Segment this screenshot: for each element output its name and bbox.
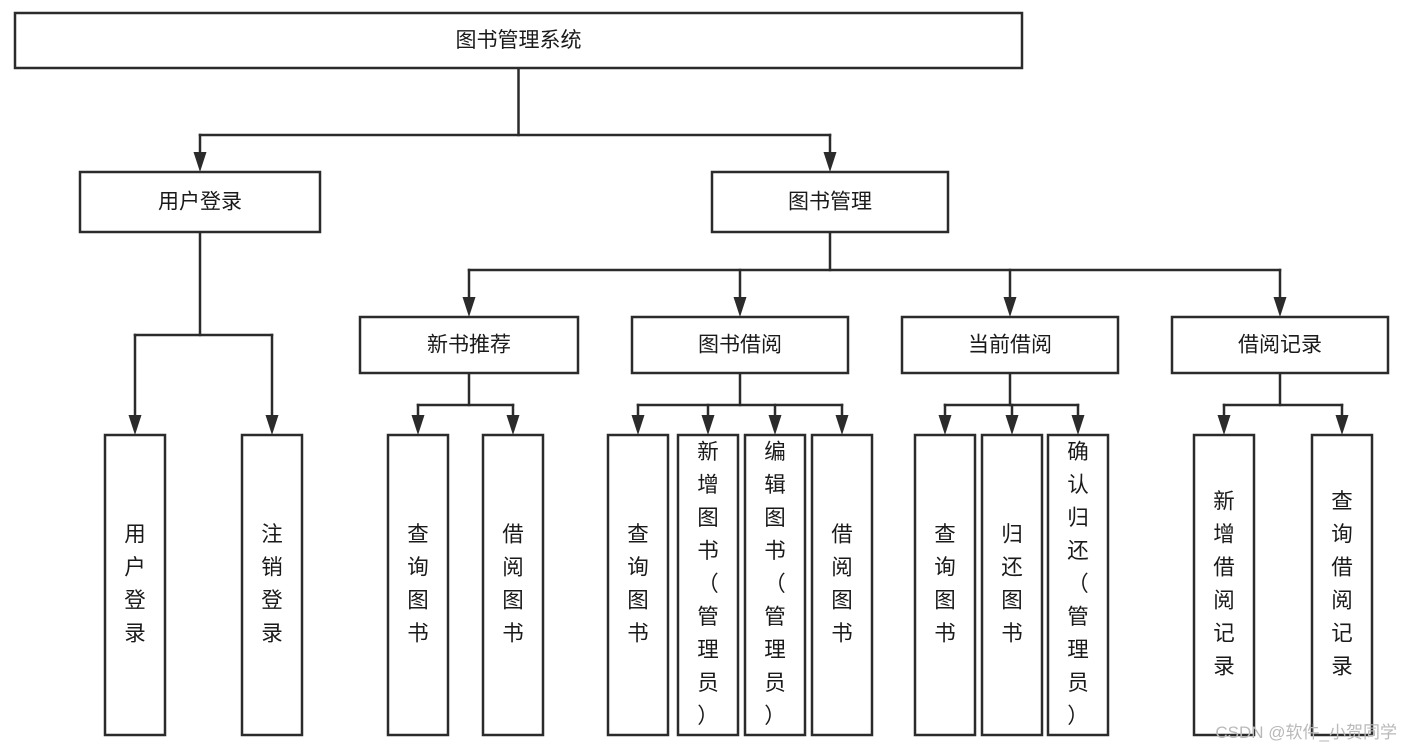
node-leaf-borrow-book-2[interactable]: 借阅图书 <box>810 433 874 737</box>
arrow-head-icon <box>835 415 849 435</box>
arrow-head-icon <box>631 415 645 435</box>
node-box[interactable] <box>386 433 450 737</box>
node-box[interactable] <box>676 433 740 737</box>
arrow-head-icon <box>411 415 425 435</box>
connector-group-root <box>193 66 837 172</box>
node-label: 确认归还（管理员） <box>1067 440 1089 728</box>
node-label: 图书借阅 <box>698 334 782 357</box>
node-box[interactable] <box>1170 315 1390 375</box>
connector-group-book-manage <box>462 230 1287 317</box>
node-leaf-add-record[interactable]: 新增借阅记录 <box>1192 433 1256 737</box>
node-box[interactable] <box>630 315 850 375</box>
node-box[interactable] <box>1046 433 1110 737</box>
node-book-borrow[interactable]: 图书借阅 <box>630 315 850 375</box>
arrow-head-icon <box>1003 297 1017 317</box>
node-current-borrow[interactable]: 当前借阅 <box>900 315 1120 375</box>
node-box[interactable] <box>980 433 1044 737</box>
node-box[interactable] <box>900 315 1120 375</box>
connector-group-user-login <box>128 230 279 435</box>
node-label: 新书推荐 <box>427 334 511 357</box>
arrow-head-icon <box>1217 415 1231 435</box>
node-box[interactable] <box>240 433 304 737</box>
node-leaf-edit-book[interactable]: 编辑图书（管理员） <box>743 433 807 737</box>
arrow-head-icon <box>265 415 279 435</box>
arrow-head-icon <box>733 297 747 317</box>
node-new-book-recommend[interactable]: 新书推荐 <box>358 315 580 375</box>
connector-group-borrow-record <box>1217 371 1349 435</box>
arrow-head-icon <box>938 415 952 435</box>
node-leaf-return-book[interactable]: 归还图书 <box>980 433 1044 737</box>
connector-group-current-borrow <box>938 371 1085 435</box>
arrow-head-icon <box>193 152 207 172</box>
node-label: 查询借阅记录 <box>1331 489 1353 678</box>
arrow-head-icon <box>1335 415 1349 435</box>
node-label: 查询图书 <box>627 522 649 645</box>
node-leaf-query-book-3[interactable]: 查询图书 <box>913 433 977 737</box>
node-box[interactable] <box>103 433 167 737</box>
node-box[interactable] <box>481 433 545 737</box>
node-label: 查询图书 <box>407 522 429 645</box>
node-leaf-borrow-book-1[interactable]: 借阅图书 <box>481 433 545 737</box>
node-box[interactable] <box>1192 433 1256 737</box>
node-box[interactable] <box>1310 433 1374 737</box>
node-box[interactable] <box>710 170 950 234</box>
node-label: 查询图书 <box>934 522 956 645</box>
node-label: 借阅图书 <box>831 522 853 645</box>
node-label: 新增图书（管理员） <box>697 440 719 728</box>
arrow-head-icon <box>823 152 837 172</box>
arrow-head-icon <box>128 415 142 435</box>
arrow-head-icon <box>462 297 476 317</box>
node-label: 编辑图书（管理员） <box>764 440 786 728</box>
arrow-head-icon <box>768 415 782 435</box>
node-box[interactable] <box>78 170 322 234</box>
node-box[interactable] <box>606 433 670 737</box>
watermark-label: CSDN @软件_小贺同学 <box>1215 723 1397 742</box>
node-book-manage[interactable]: 图书管理 <box>710 170 950 234</box>
node-leaf-query-book-1[interactable]: 查询图书 <box>386 433 450 737</box>
node-box[interactable] <box>913 433 977 737</box>
node-leaf-user-login[interactable]: 用户登录 <box>103 433 167 737</box>
node-borrow-record[interactable]: 借阅记录 <box>1170 315 1390 375</box>
node-label: 新增借阅记录 <box>1213 489 1235 678</box>
node-label: 图书管理 <box>788 191 872 214</box>
node-box[interactable] <box>810 433 874 737</box>
node-layer: 图书管理系统用户登录图书管理新书推荐图书借阅当前借阅借阅记录用户登录注销登录查询… <box>13 11 1390 737</box>
arrow-head-icon <box>701 415 715 435</box>
arrow-head-icon <box>1273 297 1287 317</box>
node-leaf-query-book-2[interactable]: 查询图书 <box>606 433 670 737</box>
node-label: 借阅图书 <box>502 522 524 645</box>
arrow-head-icon <box>1071 415 1085 435</box>
node-box[interactable] <box>13 11 1024 70</box>
node-leaf-add-book[interactable]: 新增图书（管理员） <box>676 433 740 737</box>
node-leaf-logout[interactable]: 注销登录 <box>240 433 304 737</box>
arrow-head-icon <box>1005 415 1019 435</box>
node-root[interactable]: 图书管理系统 <box>13 11 1024 70</box>
node-label: 注销登录 <box>261 522 283 645</box>
arrow-head-icon <box>506 415 520 435</box>
node-box[interactable] <box>358 315 580 375</box>
node-label: 用户登录 <box>158 191 242 214</box>
node-label: 当前借阅 <box>968 334 1052 357</box>
node-label: 用户登录 <box>124 522 146 645</box>
node-label: 图书管理系统 <box>456 29 582 52</box>
node-label: 归还图书 <box>1001 522 1023 645</box>
node-user-login[interactable]: 用户登录 <box>78 170 322 234</box>
node-box[interactable] <box>743 433 807 737</box>
connector-layer <box>128 66 1349 435</box>
connector-group-book-borrow <box>631 371 849 435</box>
node-leaf-confirm-return[interactable]: 确认归还（管理员） <box>1046 433 1110 737</box>
connector-group-new-book-recommend <box>411 371 520 435</box>
node-leaf-query-record[interactable]: 查询借阅记录 <box>1310 433 1374 737</box>
node-label: 借阅记录 <box>1238 334 1322 357</box>
